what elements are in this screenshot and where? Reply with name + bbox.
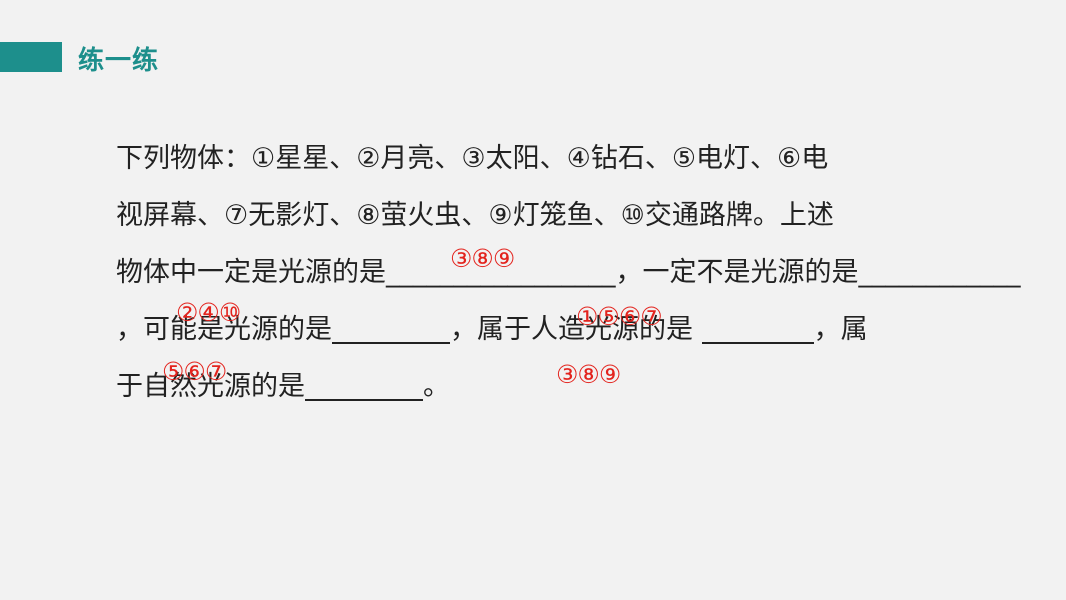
question-line-3-middle: ，一定不是光源的是: [615, 257, 859, 288]
header-accent-bar: [0, 42, 62, 72]
answer-natural-source: ③⑧⑨: [556, 360, 621, 389]
question-text: 下列物体：①星星、②月亮、③太阳、④钻石、⑤电灯、⑥电 视屏幕、⑦无影灯、⑧萤火…: [116, 130, 1056, 415]
question-line-5-start: 于自然光源的是: [116, 371, 305, 402]
question-line-4-start: ，可能是光源的是: [116, 314, 332, 345]
question-line-5-end: 。: [423, 371, 450, 402]
question-line-1: 下列物体：①星星、②月亮、③太阳、④钻石、⑤电灯、⑥电: [116, 143, 829, 174]
answer-blank-4: [701, 314, 814, 344]
question-line-3-start: 物体中一定是光源的是: [116, 257, 386, 288]
answer-must-be-source: ③⑧⑨: [450, 244, 515, 273]
page-title: 练一练: [78, 46, 160, 76]
answer-blank-3: [332, 314, 450, 344]
question-line-4: ，可能是光源的是 ，属于人造光源的是 ，属: [116, 301, 1056, 358]
answer-artificial-source: ⑤⑥⑦: [162, 357, 227, 386]
answer-blank-5: [305, 371, 423, 401]
question-line-4-middle: ，属于人造光源的是: [450, 314, 693, 345]
question-line-5: 于自然光源的是 。: [116, 358, 1056, 415]
question-line-4-end: ，属: [813, 314, 868, 345]
answer-blank-1: _________________: [386, 257, 616, 288]
question-line-2: 视屏幕、⑦无影灯、⑧萤火虫、⑨灯笼鱼、⑩交通路牌。上述: [116, 200, 834, 231]
question-line-3: 物体中一定是光源的是_________________，一定不是光源的是____…: [116, 244, 1056, 301]
answer-blank-2: ____________: [858, 257, 1021, 288]
answer-maybe-source: ①⑤⑥⑦: [576, 302, 663, 331]
answer-not-source: ②④⑩: [176, 298, 241, 327]
